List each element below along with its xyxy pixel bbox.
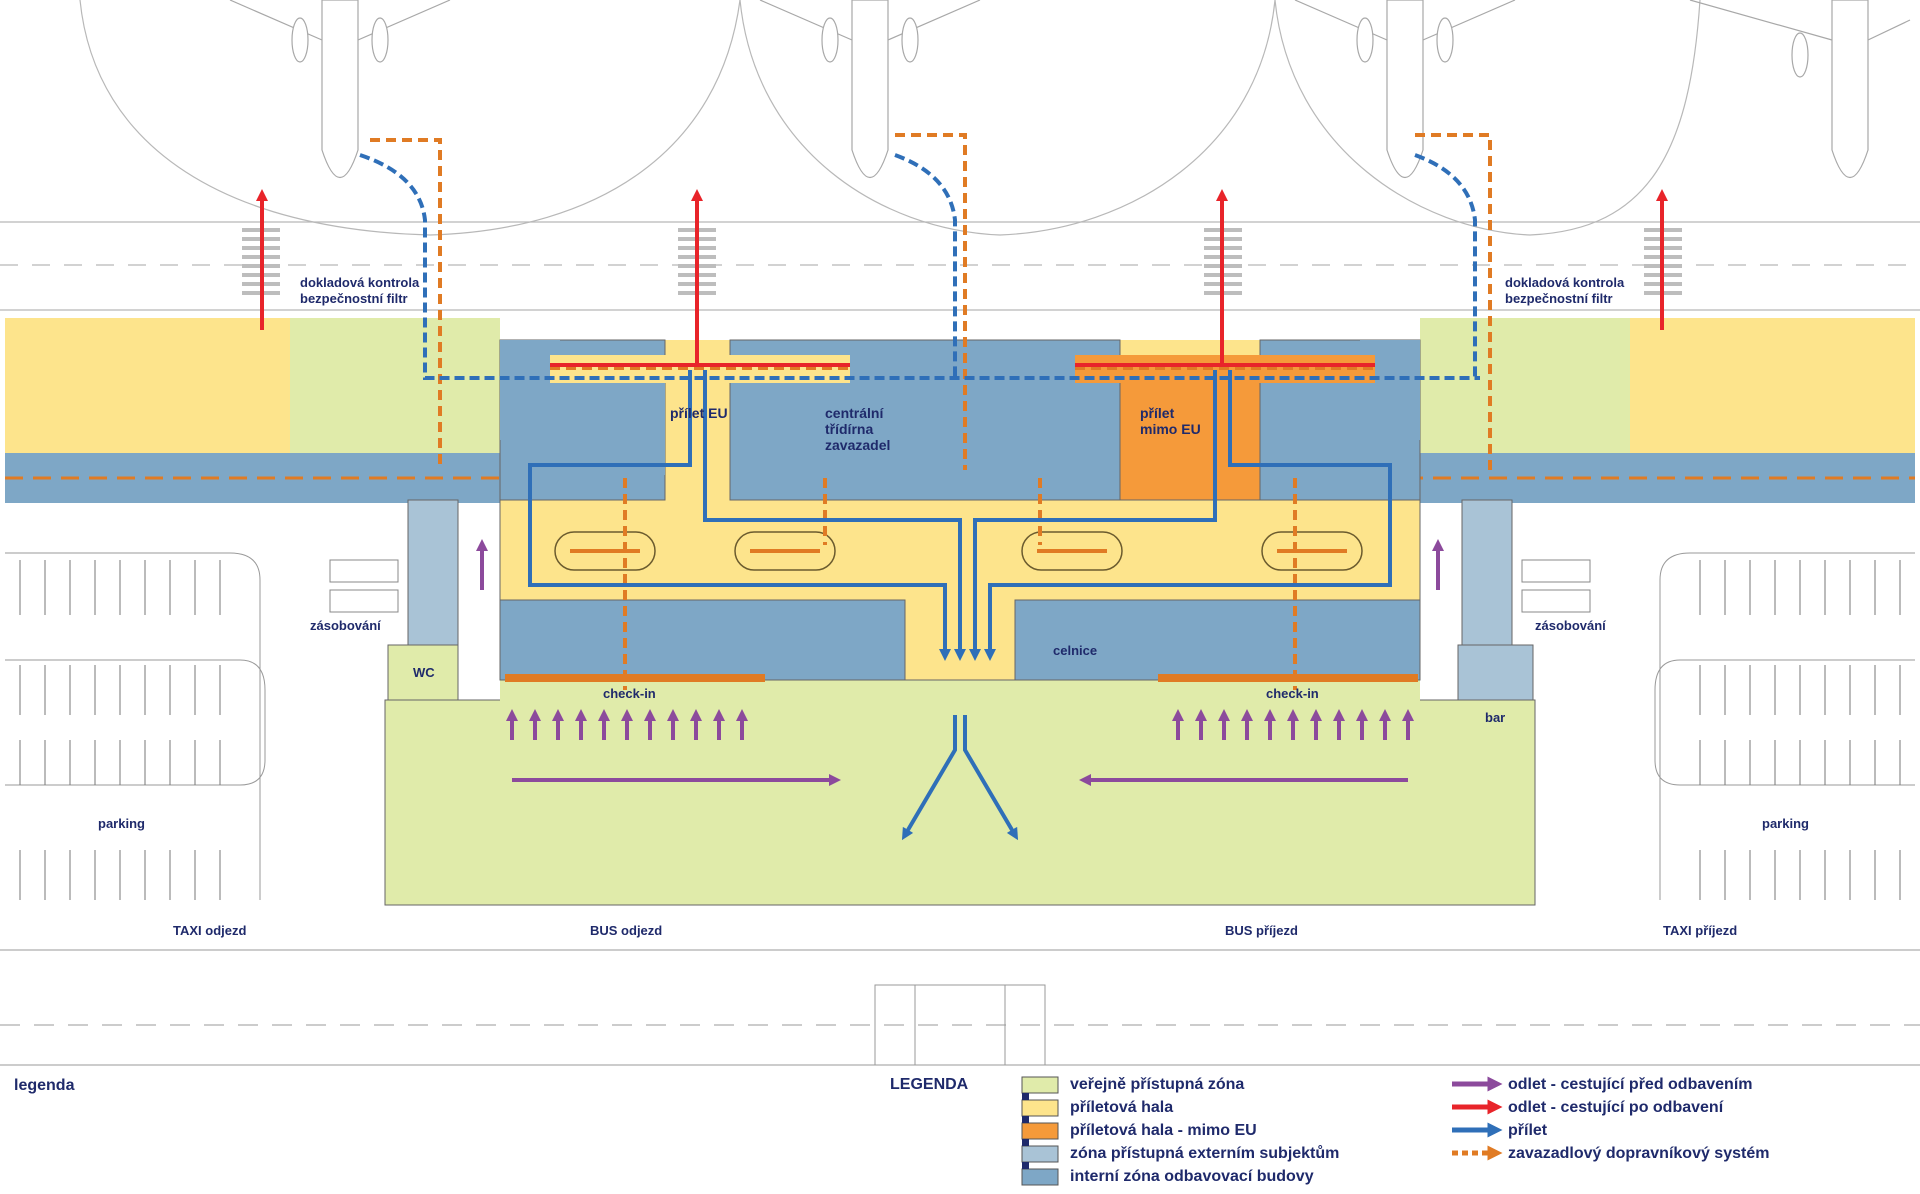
bus-departure-label: BUS odjezd [590,923,662,938]
customs-zone [1014,599,1421,681]
taxi-departure-label: TAXI odjezd [173,923,246,938]
legend-swatch [1021,1168,1059,1186]
checkin-label-right: check-in [1266,686,1319,701]
public-zone-main [384,699,1536,906]
legend-zone-label: interní zóna odbavovací budovy [1070,1168,1314,1185]
legend-flow-label: přílet [1508,1122,1548,1139]
bar-label: bar [1485,710,1505,725]
public-zone-right [1420,318,1630,453]
legend-flow-label: odlet - cestující před odbavením [1508,1076,1753,1093]
checkin-label-left: check-in [603,686,656,701]
arrival-hall-zone-right [1630,318,1915,453]
bar-room [1457,644,1534,701]
aircraft-icon [759,0,981,179]
legend-zone-label: zóna přístupná externím subjektům [1070,1145,1339,1162]
legend-zone-label: příletová hala - mimo EU [1070,1122,1257,1139]
apron [0,0,1920,311]
supply-trucks [329,559,1591,613]
legend-zones: veřejně přístupná zóna příletová hala př… [1021,1076,1339,1186]
aircraft-icon [229,0,451,179]
legend-swatch [1021,1076,1059,1094]
legend-swatch [1021,1122,1059,1140]
parking-label-right: parking [1762,816,1809,831]
arrival-non-eu-zone [1119,364,1261,501]
external-zone-right [1461,499,1513,646]
crosswalk-group [242,228,1682,295]
bus-arrival-label: BUS příjezd [1225,923,1298,938]
supply-label-right: zásobování [1535,618,1606,633]
aircraft-group [229,0,1911,179]
parking-label-left: parking [98,816,145,831]
public-zone-left [290,318,500,453]
parking-stalls-right [1699,560,1901,900]
legend-zone-label: příletová hala [1070,1099,1173,1116]
aircraft-icon [1294,0,1516,179]
wc-room [387,644,459,701]
arrival-hall-zone-left [5,318,290,453]
arrival-eu-label: přílet EU [670,405,728,421]
aircraft-icon [1689,0,1911,179]
legend-flow-label: odlet - cestující po odbavení [1508,1099,1724,1116]
parking-stalls-left [19,560,221,900]
legend-title: LEGENDA [890,1076,969,1093]
taxi-arrival-label: TAXI příjezd [1663,923,1737,938]
departure-after-lines [256,189,1668,367]
departure-before-lines [476,539,1444,786]
checkin-counter-left [505,674,765,682]
landside-roads [0,552,1920,1066]
external-zone-left [407,499,459,646]
baggage-carousels [554,531,1363,571]
internal-zone-block [499,599,906,681]
legend-flow-label: zavazadlový dopravníkový systém [1508,1145,1769,1162]
legend-swatch [1021,1145,1059,1163]
legend-flows: odlet - cestující před odbavením odlet -… [1452,1076,1769,1162]
legend-zone-label: veřejně přístupná zóna [1070,1076,1244,1093]
wc-label: WC [413,665,435,680]
legend-title-small: legenda [14,1077,75,1094]
customs-label: celnice [1053,643,1097,658]
checkin-counter-right [1158,674,1418,682]
legend-swatch [1021,1099,1059,1117]
supply-label-left: zásobování [310,618,381,633]
arrival-flow-lines [359,153,1480,841]
